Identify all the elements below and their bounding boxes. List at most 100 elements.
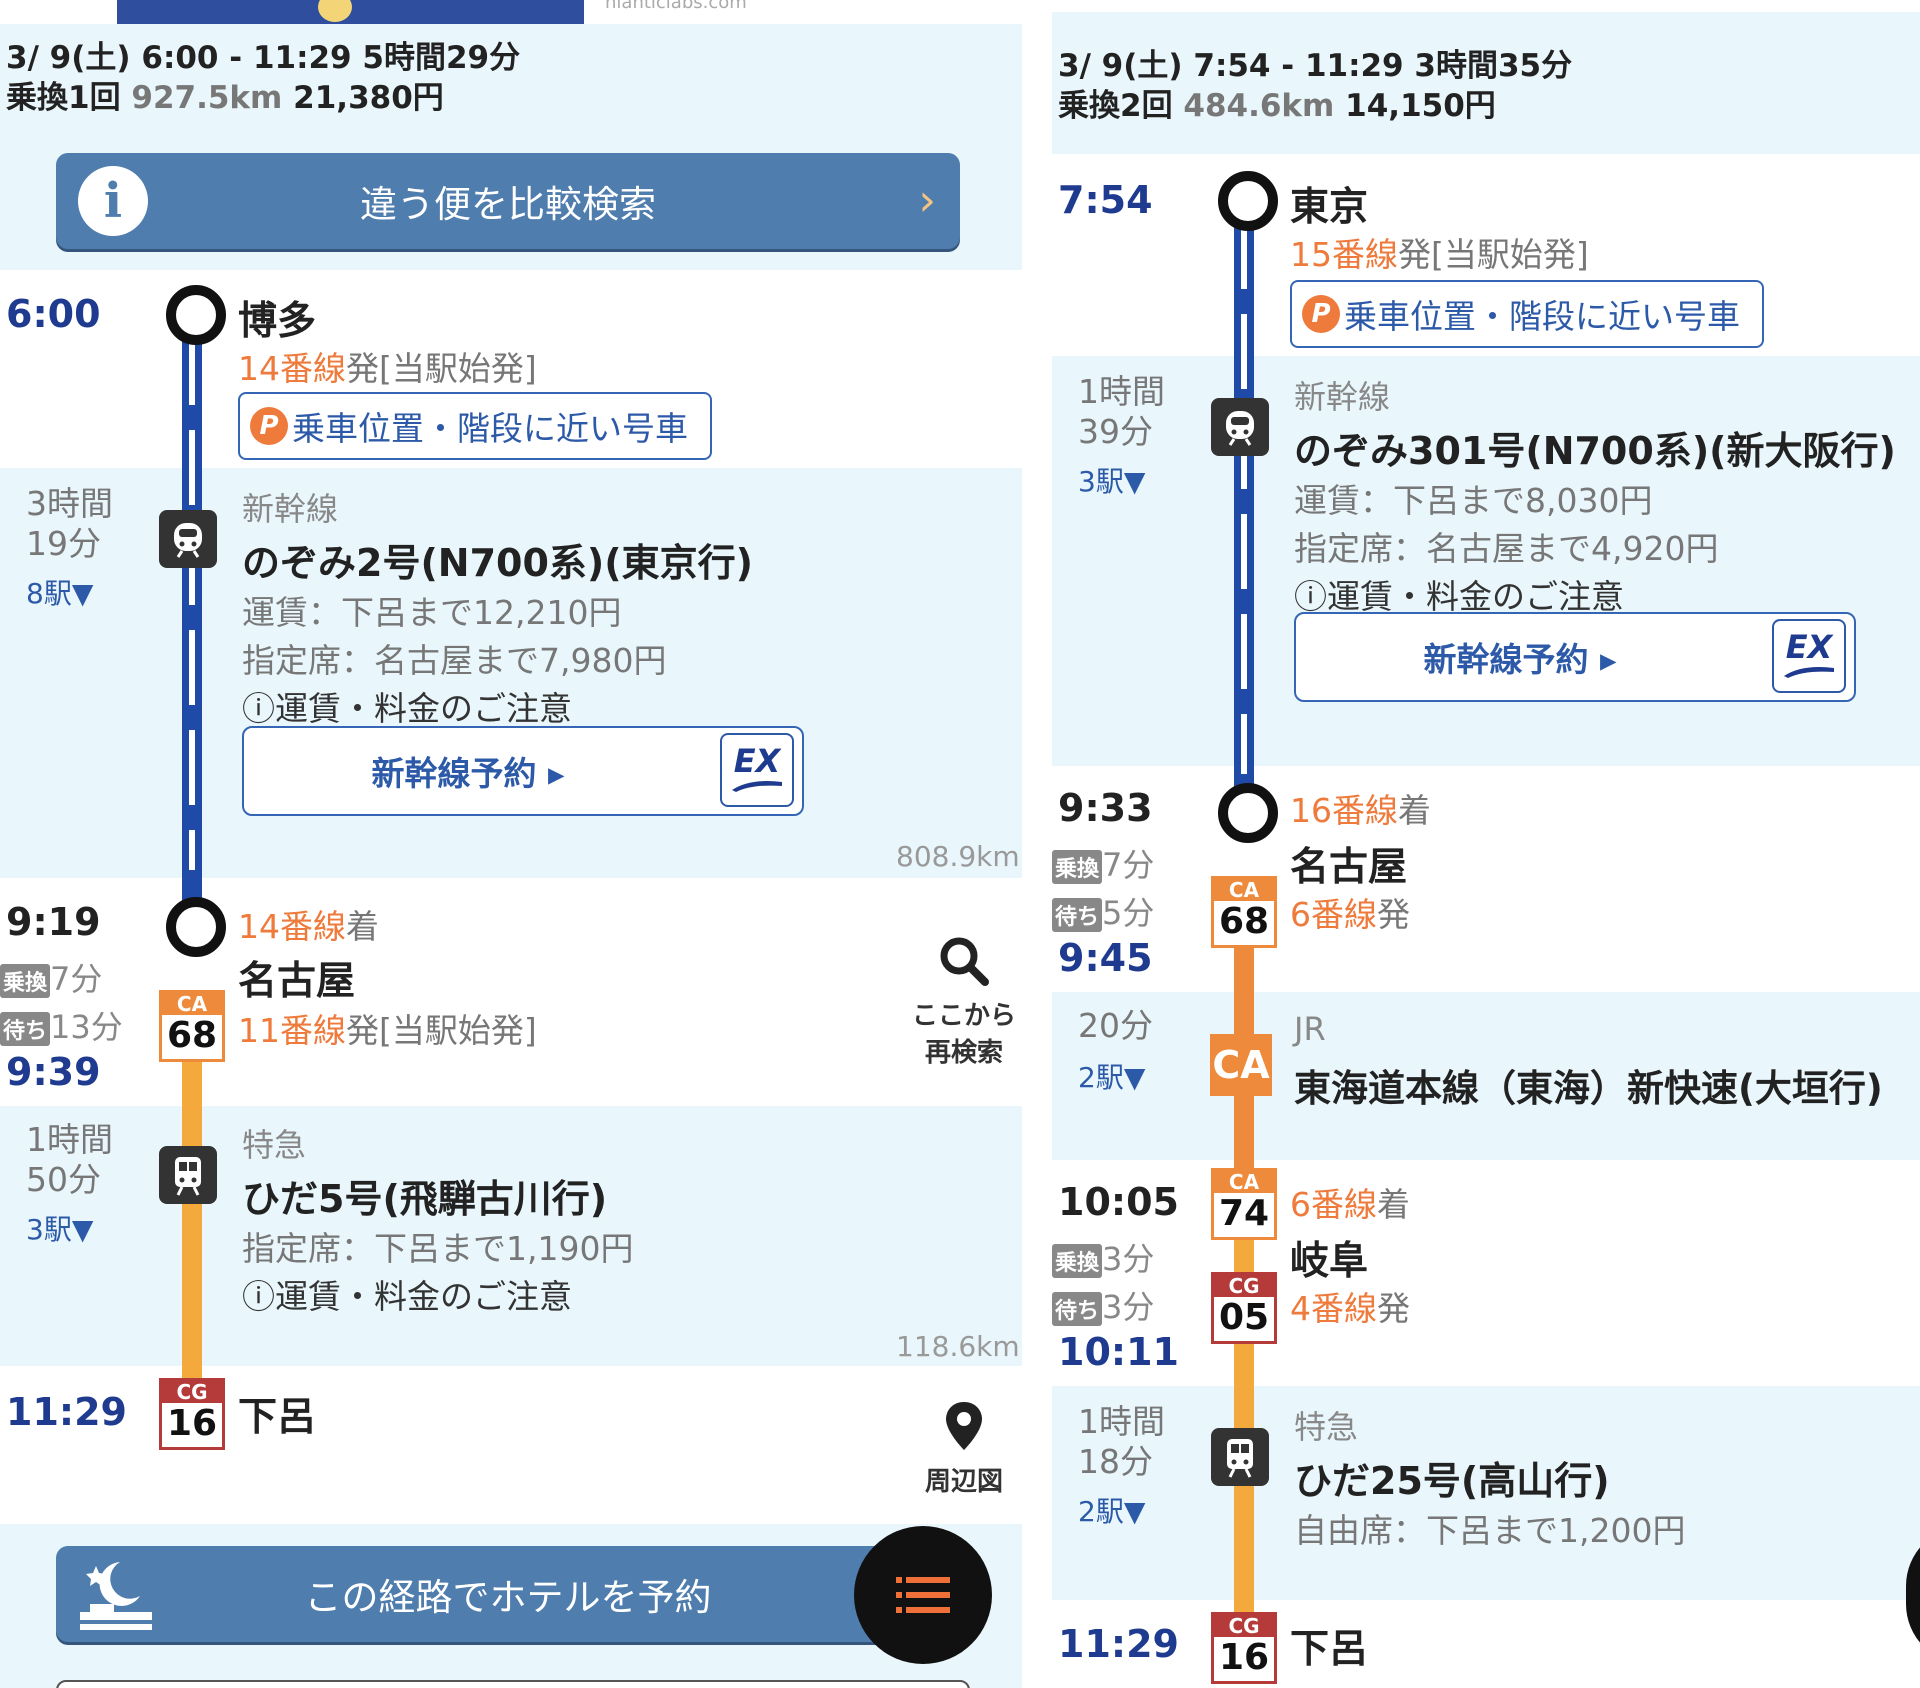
arr-time: 9:19 [6,900,101,944]
fare-note-link[interactable]: ⓘ運賃・料金のご注意 [242,1277,572,1316]
train-category: 特急 [1294,1408,1359,1446]
wait-minutes: 13分 [50,1008,123,1046]
segment-duration: 3時間 19分 [26,484,113,564]
stops-toggle[interactable]: 3駅▼ [26,1213,94,1246]
summary-datetime: 3/ 9(土) 6:00 - 11:29 5時間29分 [6,40,521,76]
summary-distance: 484.6km [1183,88,1335,124]
arr-platform: 14番線着 [238,900,379,948]
duration-minutes: 39分 [1078,412,1153,451]
fare-note-link[interactable]: ⓘ運賃・料金のご注意 [1294,577,1624,616]
badge-number: 16 [166,1403,218,1444]
hotel-booking-button[interactable]: この経路でホテルを予約 [56,1546,960,1642]
reserved-seat-info: 指定席：下呂まで1,190円 [242,1229,634,1268]
next-button-edge[interactable] [56,1680,970,1688]
station-name[interactable]: 東京 [1290,185,1369,230]
left-route-panel: nianticlabs.com 3/ 9(土) 6:00 - 11:29 5時間… [0,0,1022,1688]
station-number-badge: CG 16 [1211,1612,1277,1684]
segment-duration: 1時間 18分 [1078,1402,1165,1482]
reserved-seat-info: 指定席：名古屋まで4,920円 [1294,529,1719,568]
arr-platform-number: 14番線 [238,907,346,946]
summary-fare: 14,150円 [1345,88,1496,124]
arr-time: 11:29 [6,1390,127,1434]
map-pin-icon [318,0,352,22]
station-node-icon [1218,783,1278,843]
wait-time: 待ち5分 [1052,888,1154,934]
fare-note-link[interactable]: ⓘ運賃・料金のご注意 [242,689,572,728]
wait-time: 待ち13分 [0,1002,123,1048]
platform-number: 15番線 [1290,235,1398,274]
route-summary: 3/ 9(土) 7:54 - 11:29 3時間35分 乗換2回 484.6km… [1058,46,1572,126]
boarding-position-button[interactable]: P 乗車位置・階段に近い号車 [238,392,712,460]
limited-express-line [1234,1386,1254,1616]
boarding-position-button[interactable]: P 乗車位置・階段に近い号車 [1290,280,1764,348]
station-node-icon [166,897,226,957]
list-icon [896,1577,950,1613]
train-name[interactable]: 東海道本線（東海）新快速(大垣行) [1294,1067,1883,1110]
shinkansen-line-dash [1241,214,1247,774]
shinkansen-icon [159,510,217,568]
train-category: 新幹線 [242,490,339,528]
segment-distance: 118.6km [896,1330,1020,1363]
duration-hours: 3時間 [26,484,113,523]
duration-hours: 1時間 [1078,1402,1165,1441]
station-name[interactable]: 下呂 [1290,1627,1369,1672]
badge-line: CG [162,1381,222,1403]
free-seat-info: 自由席：下呂まで1,200円 [1294,1511,1686,1550]
station-name[interactable]: 下呂 [238,1395,317,1440]
research-here-button[interactable]: ここから 再検索 [910,934,1018,1069]
transfer-minutes: 3分 [1102,1240,1155,1278]
stops-toggle[interactable]: 8駅▼ [26,577,94,610]
train-icon [159,1146,217,1204]
moon-bed-icon [80,1562,152,1630]
train-name[interactable]: のぞみ301号(N700系)(新大阪行) [1294,429,1896,473]
segment-duration: 20分 [1078,1006,1153,1045]
train-name[interactable]: ひだ25号(高山行) [1294,1459,1610,1503]
station-number-badge: CA 68 [1211,876,1277,948]
arr-time: 10:05 [1058,1180,1179,1224]
station-name[interactable]: 博多 [238,299,317,344]
train-name[interactable]: のぞみ2号(N700系)(東京行) [242,541,754,585]
nearby-map-label: 周辺図 [924,1467,1003,1497]
dep-platform-suffix: 発 [1377,895,1410,934]
dep-platform: 11番線発[当駅始発] [238,1004,537,1052]
train-name[interactable]: ひだ5号(飛騨古川行) [242,1177,608,1221]
segment-distance: 808.9km [896,840,1020,873]
station-node-icon [1218,171,1278,231]
stops-toggle[interactable]: 2駅▼ [1078,1495,1146,1528]
transfer-minutes: 7分 [1102,846,1155,884]
arr-platform-suffix: 着 [1398,791,1431,830]
platform-info: 14番線発[当駅始発] [238,342,537,390]
transfer-tag: 乗換 [1052,850,1103,884]
stops-toggle[interactable]: 3駅▼ [1078,465,1146,498]
dep-platform-number: 11番線 [238,1011,346,1050]
shinkansen-reserve-button[interactable]: 新幹線予約 ▸ [1294,612,1856,702]
menu-fab[interactable] [854,1526,992,1664]
transfer-minutes: 7分 [50,960,103,998]
research-label-2: 再検索 [924,1038,1003,1068]
wait-minutes: 3分 [1102,1288,1155,1326]
arr-platform-number: 6番線 [1290,1185,1377,1224]
badge-number: 68 [166,1015,218,1056]
compare-search-button[interactable]: i 違う便を比較検索 › [56,153,960,249]
nearby-map-button[interactable]: 周辺図 [912,1400,1016,1498]
chevron-right-icon: › [918,175,936,226]
badge-line: CA [1214,879,1274,901]
arr-platform-suffix: 着 [1377,1185,1410,1224]
station-name[interactable]: 名古屋 [238,959,356,1004]
compare-search-label: 違う便を比較検索 [360,183,656,226]
wait-tag: 待ち [1052,1292,1103,1326]
shinkansen-line-dash [189,330,195,870]
dep-time: 6:00 [6,292,101,336]
summary-transfers: 乗換1回 [6,80,121,116]
stops-toggle[interactable]: 2駅▼ [1078,1061,1146,1094]
info-icon: i [78,166,148,236]
transfer-time: 乗換7分 [1052,840,1154,886]
p-icon: P [250,407,288,445]
shinkansen-reserve-button[interactable]: 新幹線予約 ▸ [242,726,804,816]
station-name[interactable]: 岐阜 [1290,1239,1369,1284]
station-number-badge: CG 05 [1211,1272,1277,1344]
wait-tag: 待ち [0,1012,51,1046]
station-name[interactable]: 名古屋 [1290,845,1408,890]
dep-platform-number: 6番線 [1290,895,1377,934]
summary-transfers: 乗換2回 [1058,88,1173,124]
